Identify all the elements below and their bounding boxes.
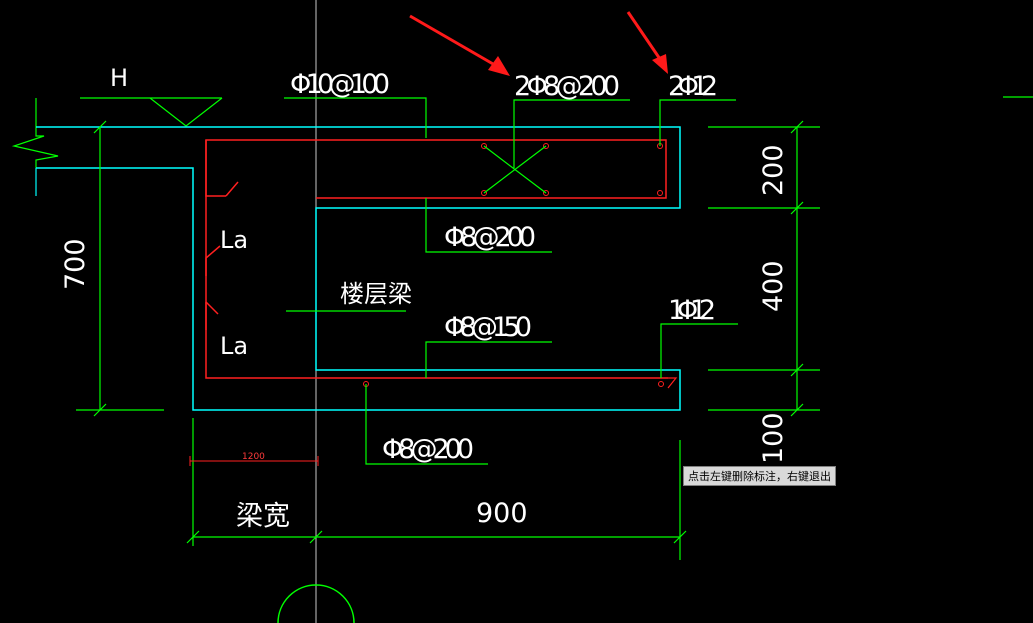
leader-bottom [365, 384, 488, 465]
dim-width-red: 1200 [242, 452, 265, 462]
dim-tick [790, 201, 804, 215]
leader-mid1 [425, 198, 552, 253]
hook-2 [205, 245, 221, 276]
dim-tick [673, 530, 687, 544]
dim-top-segment: 200 [758, 144, 789, 196]
hook-4 [205, 301, 219, 315]
beam-width-label: 梁宽 [236, 501, 290, 532]
dim-tick [186, 530, 200, 544]
dim-tick [790, 403, 804, 417]
dim-tick [93, 403, 107, 417]
beam-outline [36, 126, 681, 411]
top-rebar-label-1: 2Φ8@200 [514, 71, 620, 102]
rebar-dot [543, 143, 549, 149]
anchor-label-upper: La [220, 226, 248, 254]
red-arrowhead-1 [488, 56, 510, 76]
rebar-dot [657, 190, 663, 196]
dim-tick [309, 530, 323, 544]
stirrup-label: Φ10@100 [290, 69, 390, 100]
top-rebar-label-2: 2Φ12 [668, 71, 718, 102]
bottom-right-rebar-label: 1Φ12 [668, 295, 716, 326]
dim-tick [93, 120, 107, 134]
top-rebar [205, 139, 667, 199]
leader-stirrup [284, 97, 427, 138]
leader-top-arrow1 [513, 99, 630, 168]
rebar-dot [481, 143, 487, 149]
axis-bubble [277, 584, 355, 623]
dim-bottom-segment: 100 [758, 412, 789, 464]
red-arrowhead-2 [652, 54, 668, 74]
floor-beam-label: 楼层梁 [340, 280, 412, 308]
command-tooltip: 点击左键删除标注，右键退出 [683, 466, 836, 486]
mid-rebar-label-2: Φ8@150 [444, 312, 532, 343]
red-arrow-2 [626, 11, 664, 63]
hook-5 [667, 377, 678, 389]
elevation-triangle [149, 97, 223, 127]
rebar-dot [543, 190, 549, 196]
leader-top-arrow2 [659, 99, 736, 146]
dim-width-total: 900 [476, 498, 528, 529]
elevation-label: H [110, 64, 128, 92]
rebar-dot [481, 190, 487, 196]
break-line [11, 128, 59, 168]
dim-mid-segment: 400 [758, 260, 789, 312]
bottom-rebar [205, 258, 668, 379]
dim-tick [790, 363, 804, 377]
dim-height-total: 700 [60, 238, 91, 290]
anchor-label-lower: La [220, 332, 248, 360]
dim-tick [790, 120, 804, 134]
leader-right [660, 323, 738, 378]
cross-line [483, 145, 547, 194]
red-arrow-1 [409, 14, 501, 70]
bottom-rebar-label: Φ8@200 [382, 434, 474, 465]
rebar-dot [658, 381, 664, 387]
hook-1 [225, 181, 239, 197]
leader-mid2 [425, 341, 552, 378]
mid-rebar-label-1: Φ8@200 [444, 222, 536, 253]
